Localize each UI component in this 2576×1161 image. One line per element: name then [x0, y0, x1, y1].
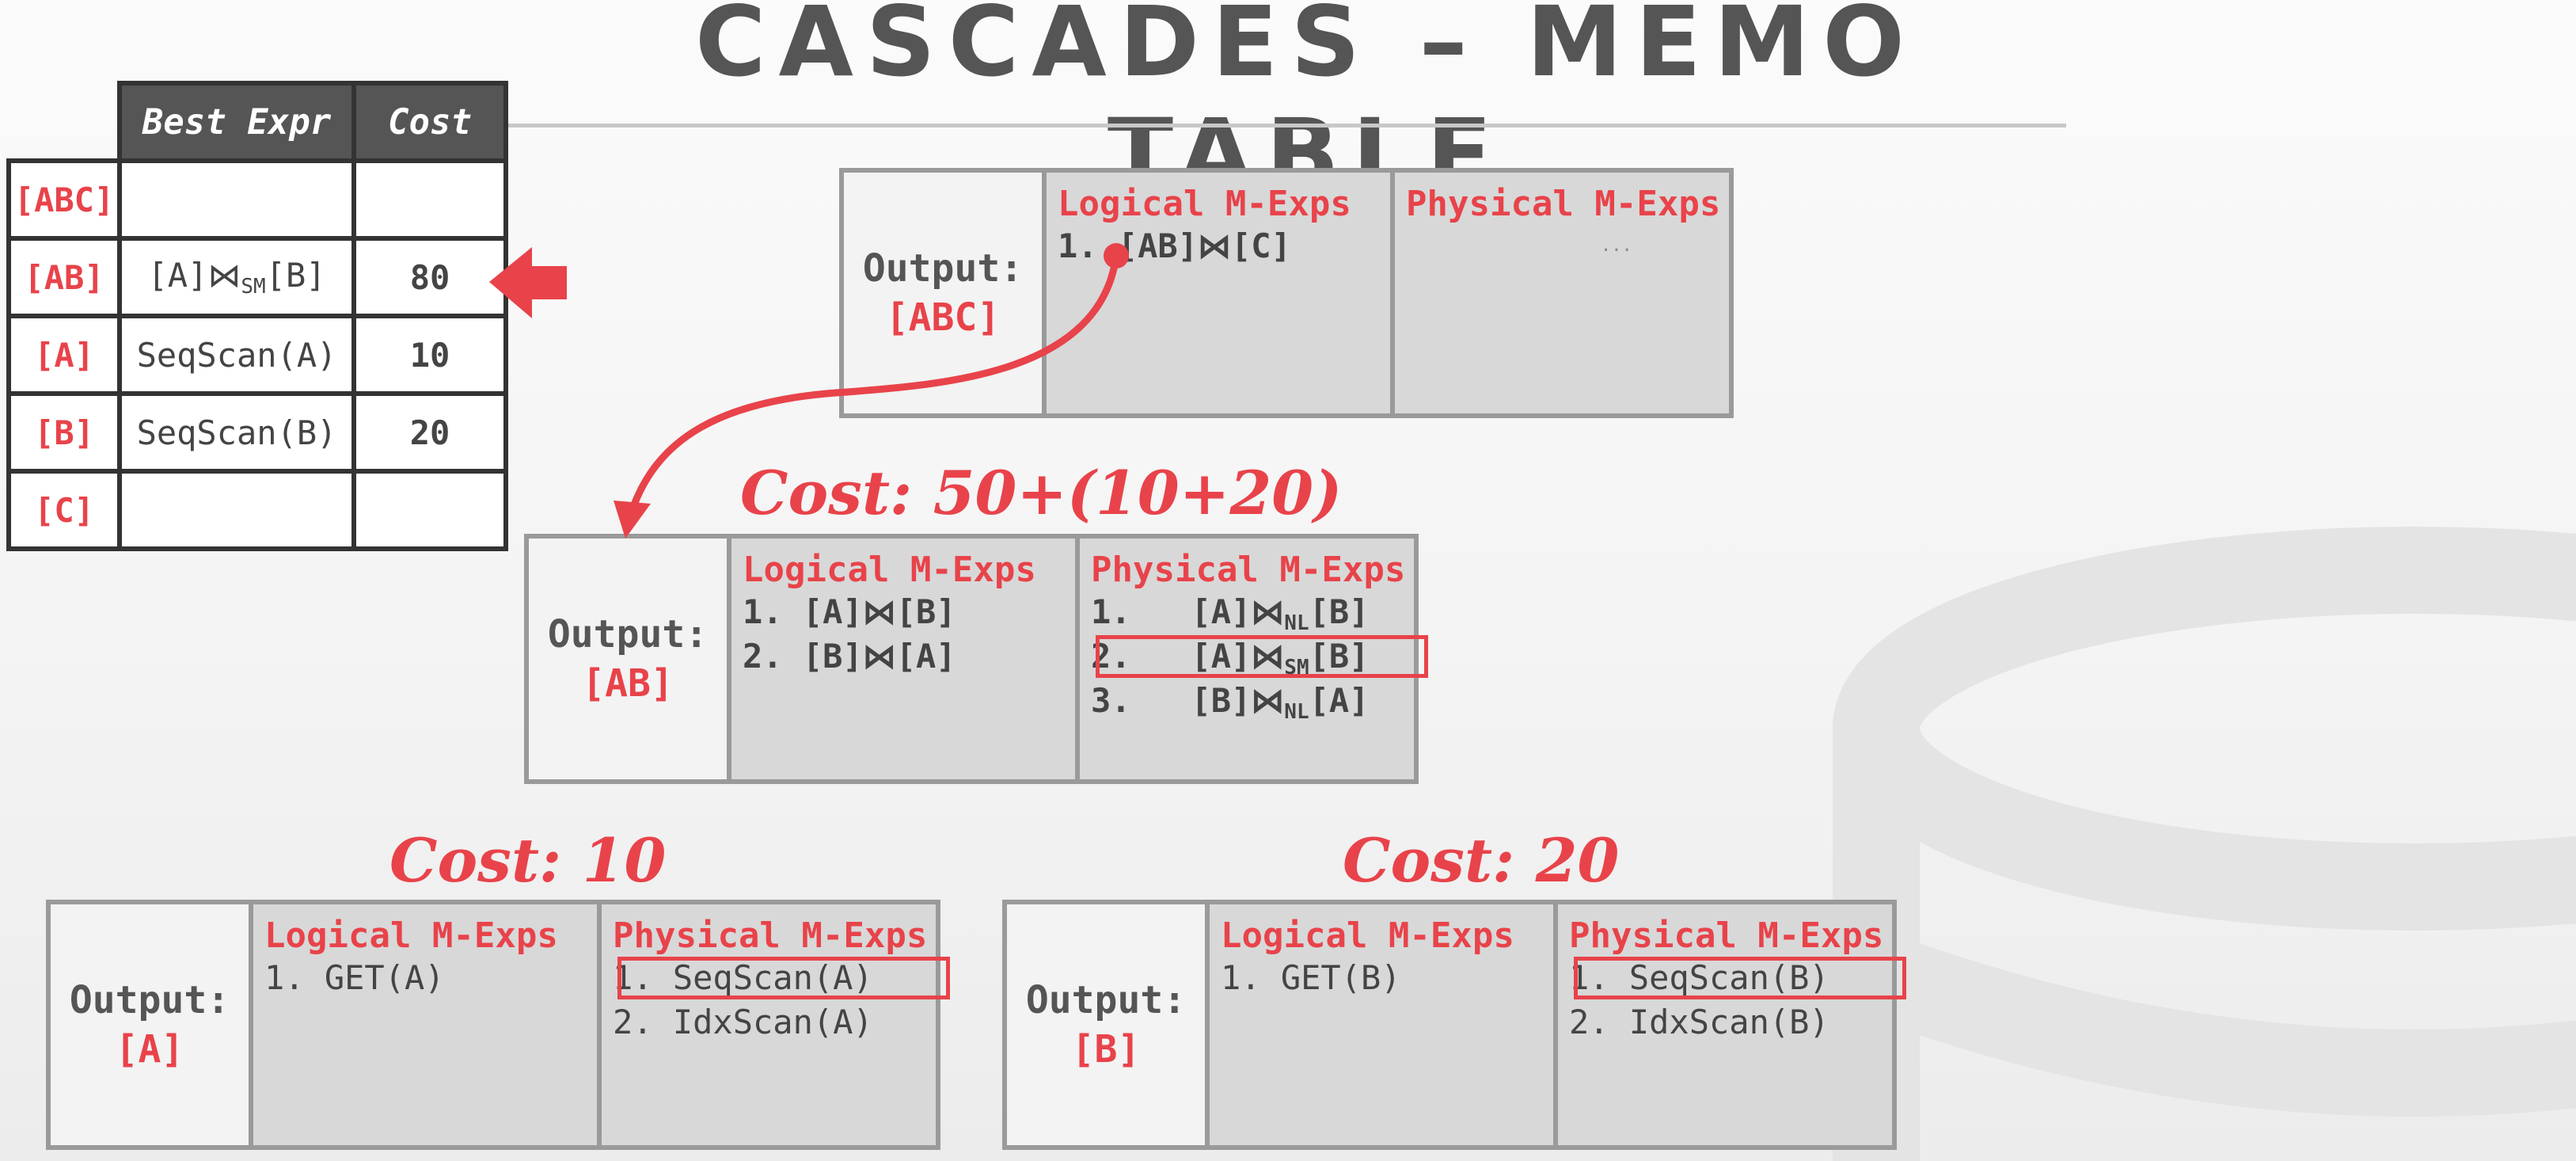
memo-cost: 80	[351, 236, 508, 318]
header-best-expr: Best Expr	[117, 81, 356, 163]
memo-row-c: [C]	[6, 469, 508, 551]
title-divider	[483, 124, 2066, 128]
output-cell: Output: [B]	[1007, 904, 1205, 1145]
logical-mexp: 1. [A]⋈[B]	[743, 592, 956, 631]
physical-mexp: 3. [B]⋈NL[A]	[1091, 681, 1370, 724]
memo-group: [ABC]	[6, 158, 122, 241]
logical-mexps-cell: Logical M-Exps 1. [AB]⋈[C]	[1042, 173, 1390, 413]
memo-best-expr: SeqScan(A)	[117, 314, 356, 396]
memo-group: [AB]	[6, 236, 122, 318]
group-box-abc: Output: [ABC] Logical M-Exps 1. [AB]⋈[C]…	[839, 168, 1734, 418]
memo-group: [B]	[6, 391, 122, 474]
logical-mexps-cell: Logical M-Exps 1. GET(A)	[249, 904, 597, 1145]
memo-row-a: [A] SeqScan(A) 10	[6, 314, 508, 396]
memo-table: Best Expr Cost [ABC] [AB] [A]⋈SM[B] 80 […	[6, 81, 508, 551]
group-box-a: Output: [A] Logical M-Exps 1. GET(A) Phy…	[46, 900, 950, 1150]
logical-mexps-cell: Logical M-Exps 1. [A]⋈[B] 2. [B]⋈[A]	[727, 539, 1075, 779]
output-cell: Output: [AB]	[529, 539, 727, 779]
physical-mexp-selected: 1. SeqScan(B)	[1569, 956, 1906, 1000]
group-box-ab: Output: [AB] Logical M-Exps 1. [A]⋈[B] 2…	[524, 534, 1428, 784]
logical-mexp: 2. [B]⋈[A]	[743, 637, 956, 676]
memo-best-expr	[117, 469, 356, 551]
logical-mexp: 1. [AB]⋈[C]	[1058, 226, 1291, 265]
physical-mexp: 1. [A]⋈NL[B]	[1091, 592, 1370, 635]
selection-highlight	[1574, 957, 1906, 999]
physical-mexp: 2. IdxScan(B)	[1569, 1003, 1829, 1041]
physical-mexps-cell: Physical M-Exps 1. SeqScan(B) 2. IdxScan…	[1553, 904, 1906, 1145]
cost-label-a: Cost: 10	[389, 825, 667, 896]
memo-best-expr	[117, 158, 356, 241]
memo-cost	[351, 158, 508, 241]
memo-best-expr: [A]⋈SM[B]	[117, 236, 356, 318]
header-cost: Cost	[351, 81, 508, 163]
memo-row-abc: [ABC]	[6, 158, 508, 241]
memo-cost: 10	[351, 314, 508, 396]
logical-mexp: 1. GET(B)	[1221, 958, 1401, 997]
output-cell: Output: [A]	[51, 904, 249, 1145]
memo-cost: 20	[351, 391, 508, 474]
selection-highlight	[1096, 635, 1428, 678]
selection-highlight	[617, 957, 950, 999]
ellipsis: ...	[1601, 236, 1632, 256]
memo-group: [C]	[6, 469, 122, 551]
memo-row-ab: [AB] [A]⋈SM[B] 80	[6, 236, 508, 318]
memo-group: [A]	[6, 314, 122, 396]
physical-mexp-selected: 1. SeqScan(A)	[613, 956, 950, 1000]
memo-row-b: [B] SeqScan(B) 20	[6, 391, 508, 474]
physical-mexps-cell: Physical M-Exps 1. SeqScan(A) 2. IdxScan…	[597, 904, 950, 1145]
memo-cost	[351, 469, 508, 551]
physical-mexps-cell: Physical M-Exps ...	[1390, 173, 1729, 413]
physical-mexp: 2. IdxScan(A)	[613, 1003, 873, 1041]
cost-label-b: Cost: 20	[1343, 825, 1620, 896]
cost-label-ab: Cost: 50+(10+20)	[740, 458, 1343, 528]
physical-mexp-selected: 2. [A]⋈SM[B]	[1091, 634, 1428, 679]
memo-best-expr: SeqScan(B)	[117, 391, 356, 474]
group-box-b: Output: [B] Logical M-Exps 1. GET(B) Phy…	[1002, 900, 1906, 1150]
curved-arrow-icon	[614, 243, 1129, 539]
arrow-left-icon	[489, 247, 567, 318]
logical-mexps-cell: Logical M-Exps 1. GET(B)	[1205, 904, 1553, 1145]
output-cell: Output: [ABC]	[844, 173, 1042, 413]
logical-mexp: 1. GET(A)	[264, 958, 445, 997]
physical-mexps-cell: Physical M-Exps 1. [A]⋈NL[B] 2. [A]⋈SM[B…	[1075, 539, 1428, 779]
memo-header-row: Best Expr Cost	[9, 81, 508, 163]
